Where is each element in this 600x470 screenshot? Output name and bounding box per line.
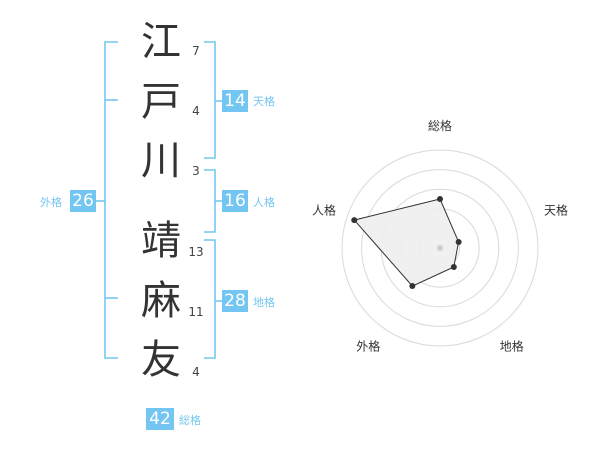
- gaikaku-label: 外格: [40, 196, 62, 209]
- radar-point-総格: [437, 196, 443, 202]
- radar-axis-label: 人格: [312, 202, 336, 217]
- name-char-4: 靖: [141, 218, 181, 264]
- tenkaku-bracket: [204, 41, 216, 159]
- tenkaku-value: 14: [222, 90, 248, 112]
- radar-point-地格: [450, 264, 457, 271]
- name-char-5: 麻: [141, 278, 181, 324]
- jinkaku-bracket: [204, 169, 216, 233]
- stroke-count-4: 13: [188, 245, 204, 259]
- radar-ring-4: [361, 169, 519, 327]
- stroke-count-1: 7: [192, 44, 200, 58]
- chikaku-label: 地格: [253, 296, 275, 309]
- kaku-brackets: [96, 41, 222, 359]
- radar-axis-label: 外格: [356, 339, 380, 354]
- stroke-count-6: 4: [192, 365, 200, 379]
- radar-polygon: [353, 198, 460, 287]
- radar-axis-label: 総格: [428, 118, 452, 133]
- radar-point-天格: [455, 238, 462, 245]
- stroke-count-5: 11: [188, 305, 204, 319]
- stroke-count-3: 3: [192, 164, 200, 178]
- radar-series: [351, 196, 462, 290]
- name-char-3: 川: [141, 138, 181, 184]
- name-char-2: 戸: [141, 79, 181, 125]
- radar-center-dot: [437, 245, 443, 251]
- radar-point-人格: [351, 217, 358, 224]
- name-char-6: 友: [141, 337, 181, 383]
- radar-ring-5: [341, 149, 539, 347]
- radar-point-外格: [409, 283, 416, 290]
- gaikaku-bracket: [104, 41, 118, 359]
- radar-axis-label: 地格: [500, 339, 524, 354]
- chikaku-bracket: [204, 239, 216, 359]
- stroke-count-2: 4: [192, 104, 200, 118]
- gaikaku-value: 26: [70, 190, 96, 212]
- soukaku-value: 42: [146, 408, 174, 430]
- radar-axis-label: 天格: [544, 202, 568, 217]
- jinkaku-label: 人格: [253, 196, 275, 209]
- jinkaku-value: 16: [222, 190, 248, 212]
- soukaku-label: 総格: [179, 414, 201, 427]
- chikaku-value: 28: [222, 290, 248, 312]
- tenkaku-label: 天格: [253, 95, 275, 108]
- name-char-1: 江: [141, 19, 181, 65]
